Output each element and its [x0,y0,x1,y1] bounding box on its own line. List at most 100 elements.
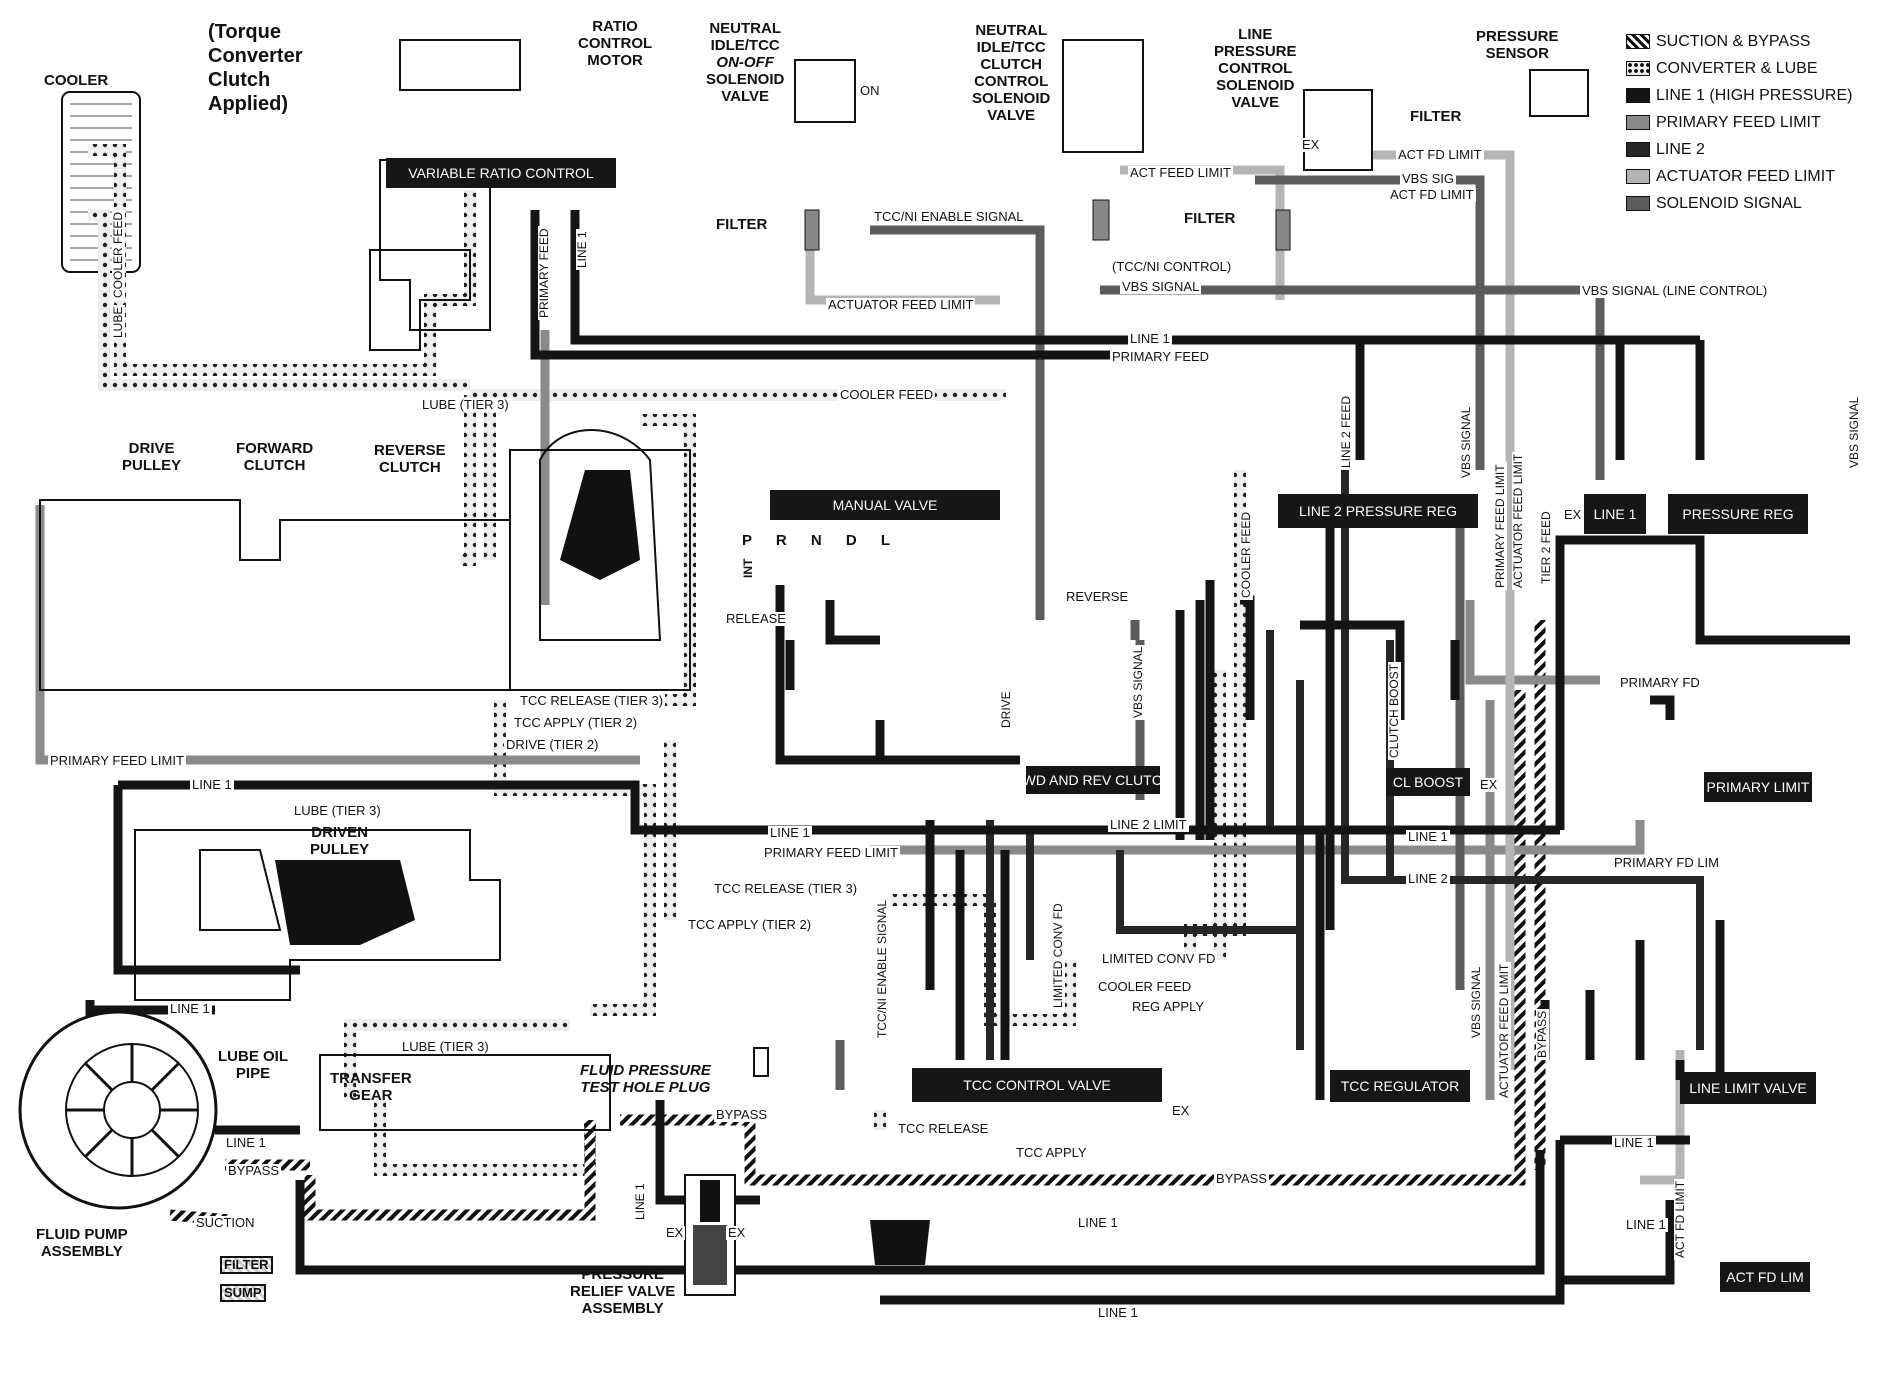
legend-row-solenoid: SOLENOID SIGNAL [1626,190,1852,217]
line1-tag-pump: LINE 1 [168,1001,212,1016]
label-line: GEAR [349,1087,393,1104]
solenoid-bodies [794,39,1589,171]
label-line: CONTROL [1218,60,1293,77]
vbs-signal-tag-top: VBS SIGNAL [1120,279,1202,294]
legend: SUCTION & BYPASS CONVERTER & LUBE LINE 1… [1626,28,1852,217]
actuator-feed-limit-vtag-2: ACTUATOR FEED LIMIT [1497,961,1511,1100]
reg-apply-tag: REG APPLY [1130,999,1207,1014]
dark-swatch-icon [1626,142,1650,157]
legend-row-line2: LINE 2 [1626,136,1852,163]
clutch-boost-vtag: CLUTCH BOOST [1387,661,1401,760]
lube-tier3-tag: LUBE (TIER 3) [420,397,511,412]
transmission-housing [39,39,691,1131]
tier2-feed-vtag: TIER 2 FEED [1539,509,1553,586]
label-line: PULLEY [310,841,370,858]
driven-pulley-icon [275,860,415,945]
tcc-ni-control-tag: (TCC/NI CONTROL) [1110,259,1234,274]
line1-reg-valve-a: LINE 1 [1584,494,1646,534]
line1-tag-low: LINE 1 [1076,1215,1120,1230]
cooler-feed-tag-2: COOLER FEED [1096,979,1194,994]
label-line: CLUTCH [243,457,306,474]
label-line: LINE [1238,26,1273,43]
label-line: PIPE [235,1065,271,1082]
ex-label-4: EX [1478,777,1500,792]
legend-label: SOLENOID SIGNAL [1656,194,1802,212]
manual-valve: MANUAL VALVE [770,490,1000,520]
label-line: LUBE OIL [218,1048,288,1065]
line-limit-valve: LINE LIMIT VALVE [1680,1072,1816,1104]
legend-row-primary: PRIMARY FEED LIMIT [1626,109,1852,136]
ex-label-3: EX [1170,1103,1192,1118]
legend-row-suction: SUCTION & BYPASS [1626,28,1852,55]
label-line: PRESSURE [581,1266,664,1283]
limited-conv-fd-tag: LIMITED CONV FD [1100,951,1218,966]
line1-tag-bottom: LINE 1 [1096,1305,1140,1320]
legend-row-actuator: ACTUATOR FEED LIMIT [1626,163,1852,190]
line1-tag-left: LINE 1 [190,777,234,792]
manual-positions: P R N D L [740,532,903,549]
primary-feed-limit-tag-mid: PRIMARY FEED LIMIT [762,845,900,860]
label-line: IDLE/TCC [976,39,1046,56]
primary-fd-lim-tag: PRIMARY FD LIM [1612,855,1721,870]
line1-vtag-relief: LINE 1 [633,1181,647,1222]
act-fd-limit-vtag: ACT FD LIMIT [1673,1178,1687,1260]
on-label: ON [858,83,882,98]
cooler-feed-vtag: COOLER FEED [111,209,125,300]
ratio-motor-label: RATIO CONTROL MOTOR [578,18,652,69]
label-line: NEUTRAL [975,22,1047,39]
label-line: PRESSURE [1214,43,1297,60]
cooler-feed-vtag-2: COOLER FEED [1239,509,1253,600]
act-fd-lim-valve: ACT FD LIM [1720,1262,1810,1292]
torque-converter-icon [560,470,640,580]
lube-vtag: LUBE [111,304,125,340]
label-line: FLUID PRESSURE [580,1062,711,1079]
solid-swatch-icon [1626,88,1650,103]
bypass-tag-low: BYPASS [1214,1171,1270,1186]
lube-tier3-tag-2: LUBE (TIER 3) [292,803,383,818]
bypass-tag-pump: BYPASS [226,1163,282,1178]
line1-tag-right: LINE 1 [1406,829,1450,844]
line1-tag-pump-2: LINE 1 [224,1135,268,1150]
tcc-control-valve: TCC CONTROL VALVE [912,1068,1162,1102]
label-line: CLUTCH [379,459,441,476]
label-line: ASSEMBLY [40,1243,123,1260]
test-hole-label: FLUID PRESSURE TEST HOLE PLUG [580,1062,711,1096]
vbs-signal-vtag-3: VBS SIGNAL [1131,644,1145,720]
line2-limit-tag: LINE 2 LIMIT [1108,817,1189,832]
variable-ratio-valve: VARIABLE RATIO CONTROL [386,158,616,188]
filter-box: FILTER [220,1256,273,1274]
primary-feed-limit-tag-left: PRIMARY FEED LIMIT [48,753,186,768]
gray-swatch-icon [1626,115,1650,130]
cl-boost-valve: CL BOOST [1386,768,1470,796]
label-line: VALVE [721,88,770,105]
light-swatch-icon [1626,169,1650,184]
dots-swatch-icon [1626,61,1650,76]
label-line: CLUTCH [980,56,1042,73]
label-line: CONTROL [974,73,1049,90]
tcc-ni-enable-tag: TCC/NI ENABLE SIGNAL [872,209,1026,224]
test-hole-plug-icon [753,1047,769,1077]
label-line: ON-OFF [716,54,774,71]
legend-label: CONVERTER & LUBE [1656,59,1818,77]
drive-pulley-label: DRIVE PULLEY [122,440,181,474]
legend-label: LINE 2 [1656,140,1705,158]
line-pressure-solenoid-label: LINE PRESSURE CONTROL SOLENOID VALVE [1214,26,1297,111]
tcc-release-tag: TCC RELEASE [896,1121,991,1136]
tcc-release-tier3-tag-2: TCC RELEASE (TIER 3) [712,881,860,896]
filter-elements [804,199,1291,251]
label-line: VALVE [987,107,1036,124]
label-line: PRESSURE [1476,28,1559,45]
primary-feed-limit-vtag: PRIMARY FEED LIMIT [1493,462,1507,590]
label-line: IDLE/TCC [710,37,780,54]
bypass-tag-mid: BYPASS [714,1107,770,1122]
tcc-apply-tier2-tag-2: TCC APPLY (TIER 2) [686,917,814,932]
primary-limit-valve: PRIMARY LIMIT [1704,772,1812,802]
primary-feed-tag: PRIMARY FEED [1110,349,1212,364]
lube-oil-pipe-label: LUBE OIL PIPE [218,1048,288,1082]
pressure-sensor-label: PRESSURE SENSOR [1476,28,1559,62]
legend-label: LINE 1 (HIGH PRESSURE) [1656,86,1853,104]
tcc-ni-enable-vtag: TCC/NI ENABLE SIGNAL [875,897,889,1040]
label-line: SENSOR [1485,45,1549,62]
legend-label: PRIMARY FEED LIMIT [1656,113,1821,131]
